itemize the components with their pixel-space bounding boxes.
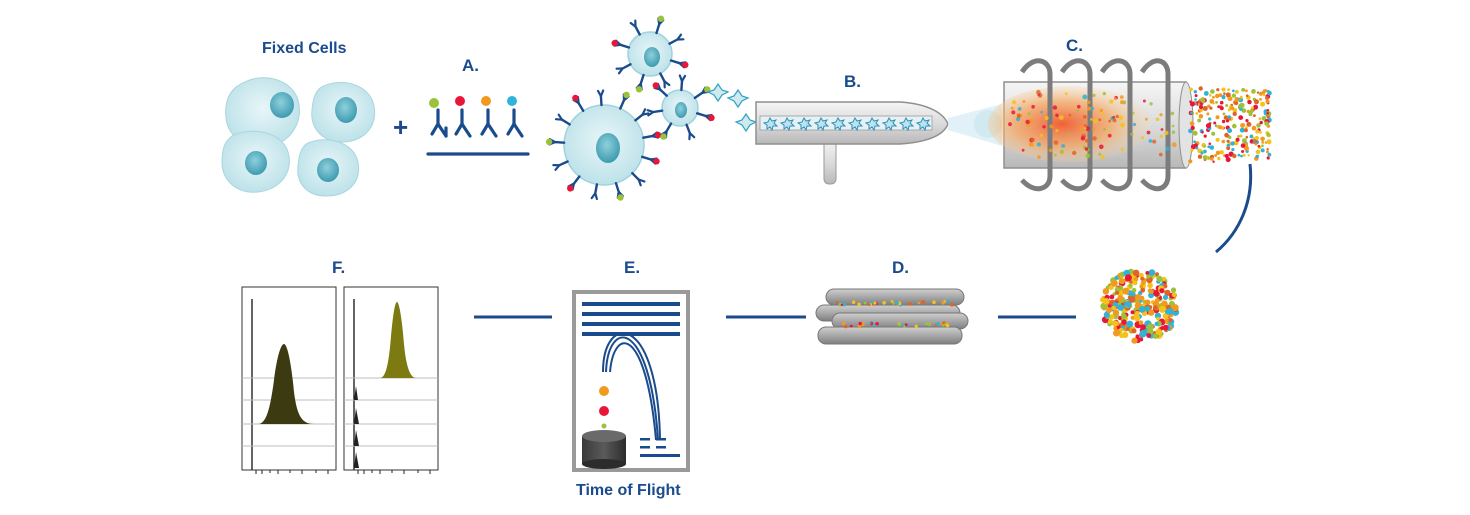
cell-antibody-cluster [545,15,715,201]
step-d-label: D. [892,258,909,277]
step-f-label: F. [332,258,346,277]
ion-stream [1188,86,1272,164]
labeled-cell-icon [563,31,699,186]
quadrupole-icon [815,288,969,345]
step-a-label: A. [462,56,479,75]
histogram-panel-left [241,286,337,474]
histogram-panel-right [343,286,439,474]
nebulizer-icon [755,101,949,185]
nebulizer-droplets [762,117,932,132]
plus-sign: + [393,112,409,142]
fixed-cells-label: Fixed Cells [262,40,347,57]
plasma-torch-icon [988,58,1194,192]
ion-particles [1008,89,1177,160]
ion-cloud-icon [1100,268,1180,344]
step-c-label: C. [1066,36,1083,55]
step-b-label: B. [844,72,861,91]
step-e-label: E. [624,258,641,277]
connector-c-cloud [1215,163,1253,254]
droplet-icon [706,82,758,133]
quadrupole-ions [835,299,954,329]
fixed-cell-icon [221,77,376,197]
histogram-panel-icon [241,286,439,474]
time-of-flight-label: Time of Flight [576,482,681,499]
antibody-icon [426,108,530,156]
time-of-flight-icon [572,290,690,472]
